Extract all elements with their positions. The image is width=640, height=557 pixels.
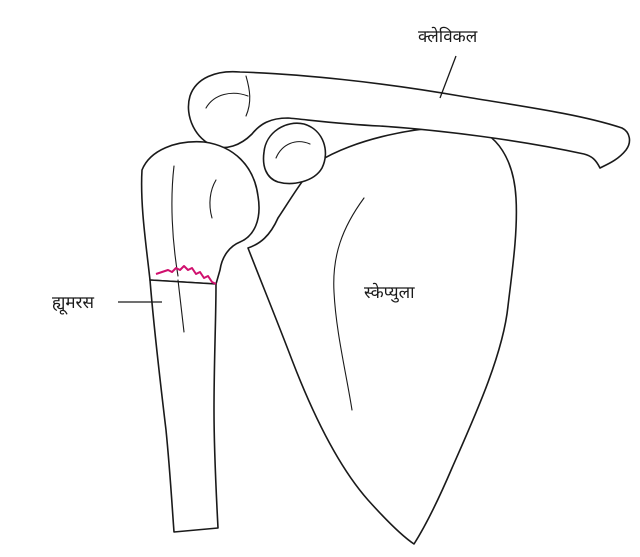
clavicle-curve-line	[205, 92, 249, 109]
humerus-groove-line	[171, 165, 179, 277]
coracoid-inner-line	[275, 141, 311, 159]
humerus-head	[140, 140, 260, 285]
humerus-head-line	[209, 179, 217, 219]
clavicle-bone	[187, 70, 631, 169]
clavicle-label: क्लेविकल	[418, 26, 478, 47]
humerus-shaft-line	[177, 279, 185, 333]
humerus-shaft	[149, 279, 219, 533]
clavicle-leader-line	[439, 55, 457, 99]
humerus-label: ह्यूमरस	[52, 293, 94, 315]
coracoid-process	[262, 122, 327, 185]
fracture-line	[155, 265, 217, 285]
clavicle-inner-line	[245, 75, 251, 117]
scapula-bone	[247, 126, 518, 545]
scapula-spine-line	[333, 197, 365, 411]
scapula-label: स्केप्युला	[364, 282, 415, 303]
